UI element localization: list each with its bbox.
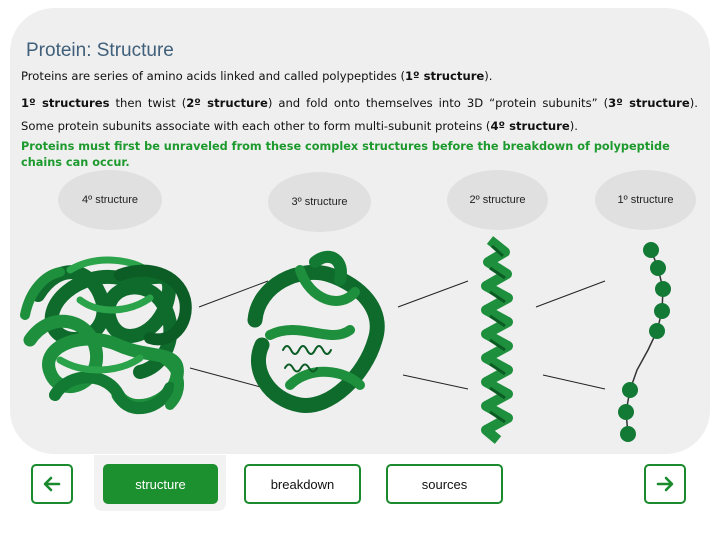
term-tertiary: 3º structure (608, 96, 690, 110)
label-quaternary: 4º structure (58, 170, 162, 230)
para-text: ). Some protein subunits associate with … (21, 96, 698, 133)
prev-button[interactable] (31, 464, 73, 504)
para-text: ). (569, 119, 578, 133)
quaternary-structure-image (20, 256, 192, 415)
secondary-structure-image (481, 236, 513, 444)
arrow-right-icon (656, 476, 674, 492)
intro-text: Proteins are series of amino acids linke… (21, 69, 405, 83)
intro-text-end: ). (484, 69, 493, 83)
term-quaternary: 4º structure (490, 119, 570, 133)
term-secondary: 2º structure (186, 96, 268, 110)
connector-lines (189, 280, 606, 390)
tab-breakdown[interactable]: breakdown (244, 464, 361, 504)
intro-bold: 1º structure (404, 69, 485, 83)
tertiary-structure-image (247, 250, 385, 413)
intro-paragraph: Proteins are series of amino acids linke… (21, 68, 698, 85)
highlight-text: Proteins must first be unraveled from th… (21, 140, 670, 169)
term-primary: 1º structures (21, 96, 110, 110)
para-text: ) and fold onto themselves into 3D “prot… (267, 96, 609, 110)
next-button[interactable] (644, 464, 686, 504)
primary-structure-image (618, 242, 671, 442)
tab-sources[interactable]: sources (386, 464, 503, 504)
arrow-left-icon (43, 476, 61, 492)
tab-structure[interactable]: structure (103, 464, 218, 504)
label-secondary: 2º structure (447, 170, 548, 230)
label-primary: 1º structure (595, 170, 696, 230)
page-title: Protein: Structure (26, 40, 174, 61)
structure-paragraph: 1º structures then twist (2º structure) … (21, 92, 698, 138)
para-text: then twist ( (109, 96, 187, 110)
label-tertiary: 3º structure (268, 172, 371, 232)
